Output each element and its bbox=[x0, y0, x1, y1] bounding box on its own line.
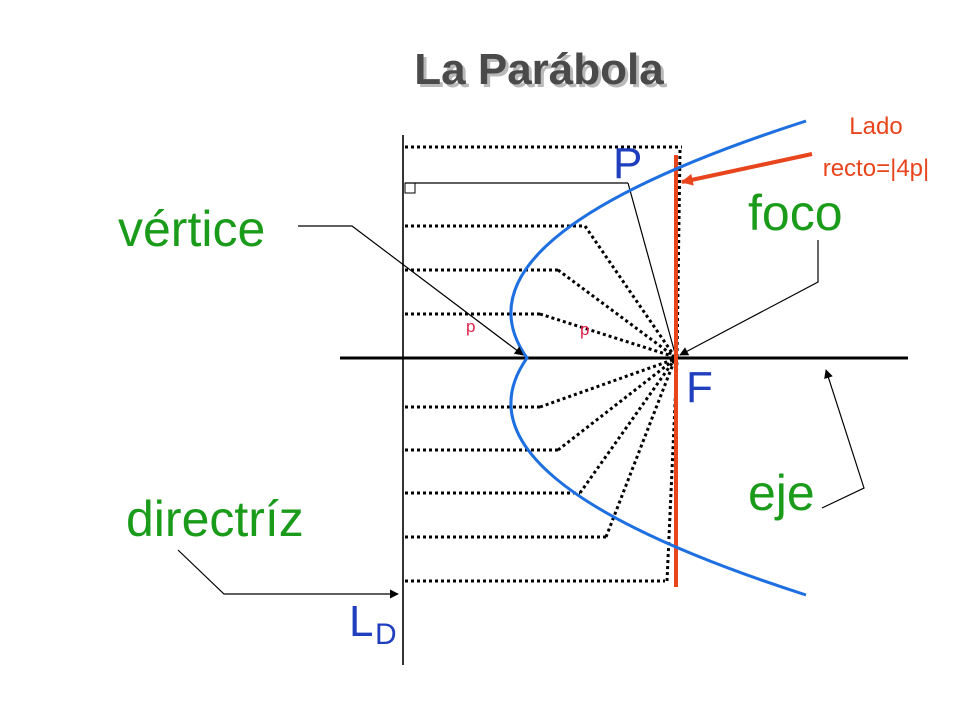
directrix-pointer bbox=[177, 549, 399, 599]
vertex-pointer bbox=[298, 225, 524, 356]
latus-rectum-label-line1: Lado bbox=[849, 113, 902, 140]
point-p-label: P bbox=[613, 139, 642, 188]
vertex-label: vértice bbox=[118, 201, 265, 257]
right-angle-mark bbox=[404, 182, 416, 194]
p-to-focus-line bbox=[627, 182, 677, 358]
directrix-letter-label: L bbox=[349, 597, 373, 646]
directrix-subscript-label: D bbox=[375, 618, 397, 651]
focus-point-label: F bbox=[686, 363, 713, 412]
page-title: La Parábola bbox=[414, 45, 664, 94]
parabola-curve bbox=[509, 119, 807, 597]
axis-label: eje bbox=[748, 465, 815, 521]
focus-pointer bbox=[679, 240, 819, 356]
latus-rectum-pointer bbox=[680, 152, 813, 186]
p-mark-left: p bbox=[466, 317, 475, 336]
axis-pointer bbox=[821, 369, 865, 509]
latus-rectum-label-line2: recto=|4p| bbox=[823, 155, 930, 182]
focus-label: foco bbox=[748, 185, 843, 241]
title-shadow: La Parábola bbox=[417, 48, 667, 97]
p-mark-right: p bbox=[580, 320, 589, 339]
directrix-label: directríz bbox=[126, 491, 304, 547]
directrix-distance-lines bbox=[405, 145, 682, 583]
